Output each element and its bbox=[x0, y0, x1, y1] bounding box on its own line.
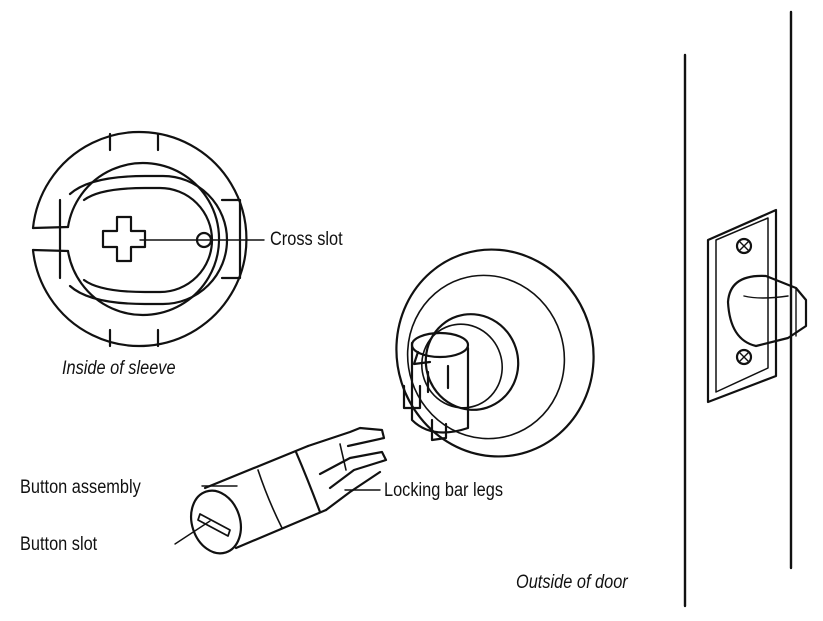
cross-slot-label: Cross slot bbox=[270, 229, 343, 250]
cross-slot-shape bbox=[101, 215, 147, 263]
door-knob bbox=[395, 248, 595, 458]
door-edge bbox=[683, 10, 808, 608]
inside-of-sleeve-caption: Inside of sleeve bbox=[62, 358, 176, 379]
sleeve-inside-view bbox=[31, 130, 265, 348]
button-assembly bbox=[174, 426, 388, 555]
button-slot-label: Button slot bbox=[20, 534, 98, 555]
locking-bar-legs-label: Locking bar legs bbox=[384, 480, 504, 501]
button-assembly-label: Button assembly bbox=[20, 477, 141, 498]
outside-of-door-caption: Outside of door bbox=[516, 572, 628, 593]
button-slot-shape bbox=[197, 513, 231, 537]
